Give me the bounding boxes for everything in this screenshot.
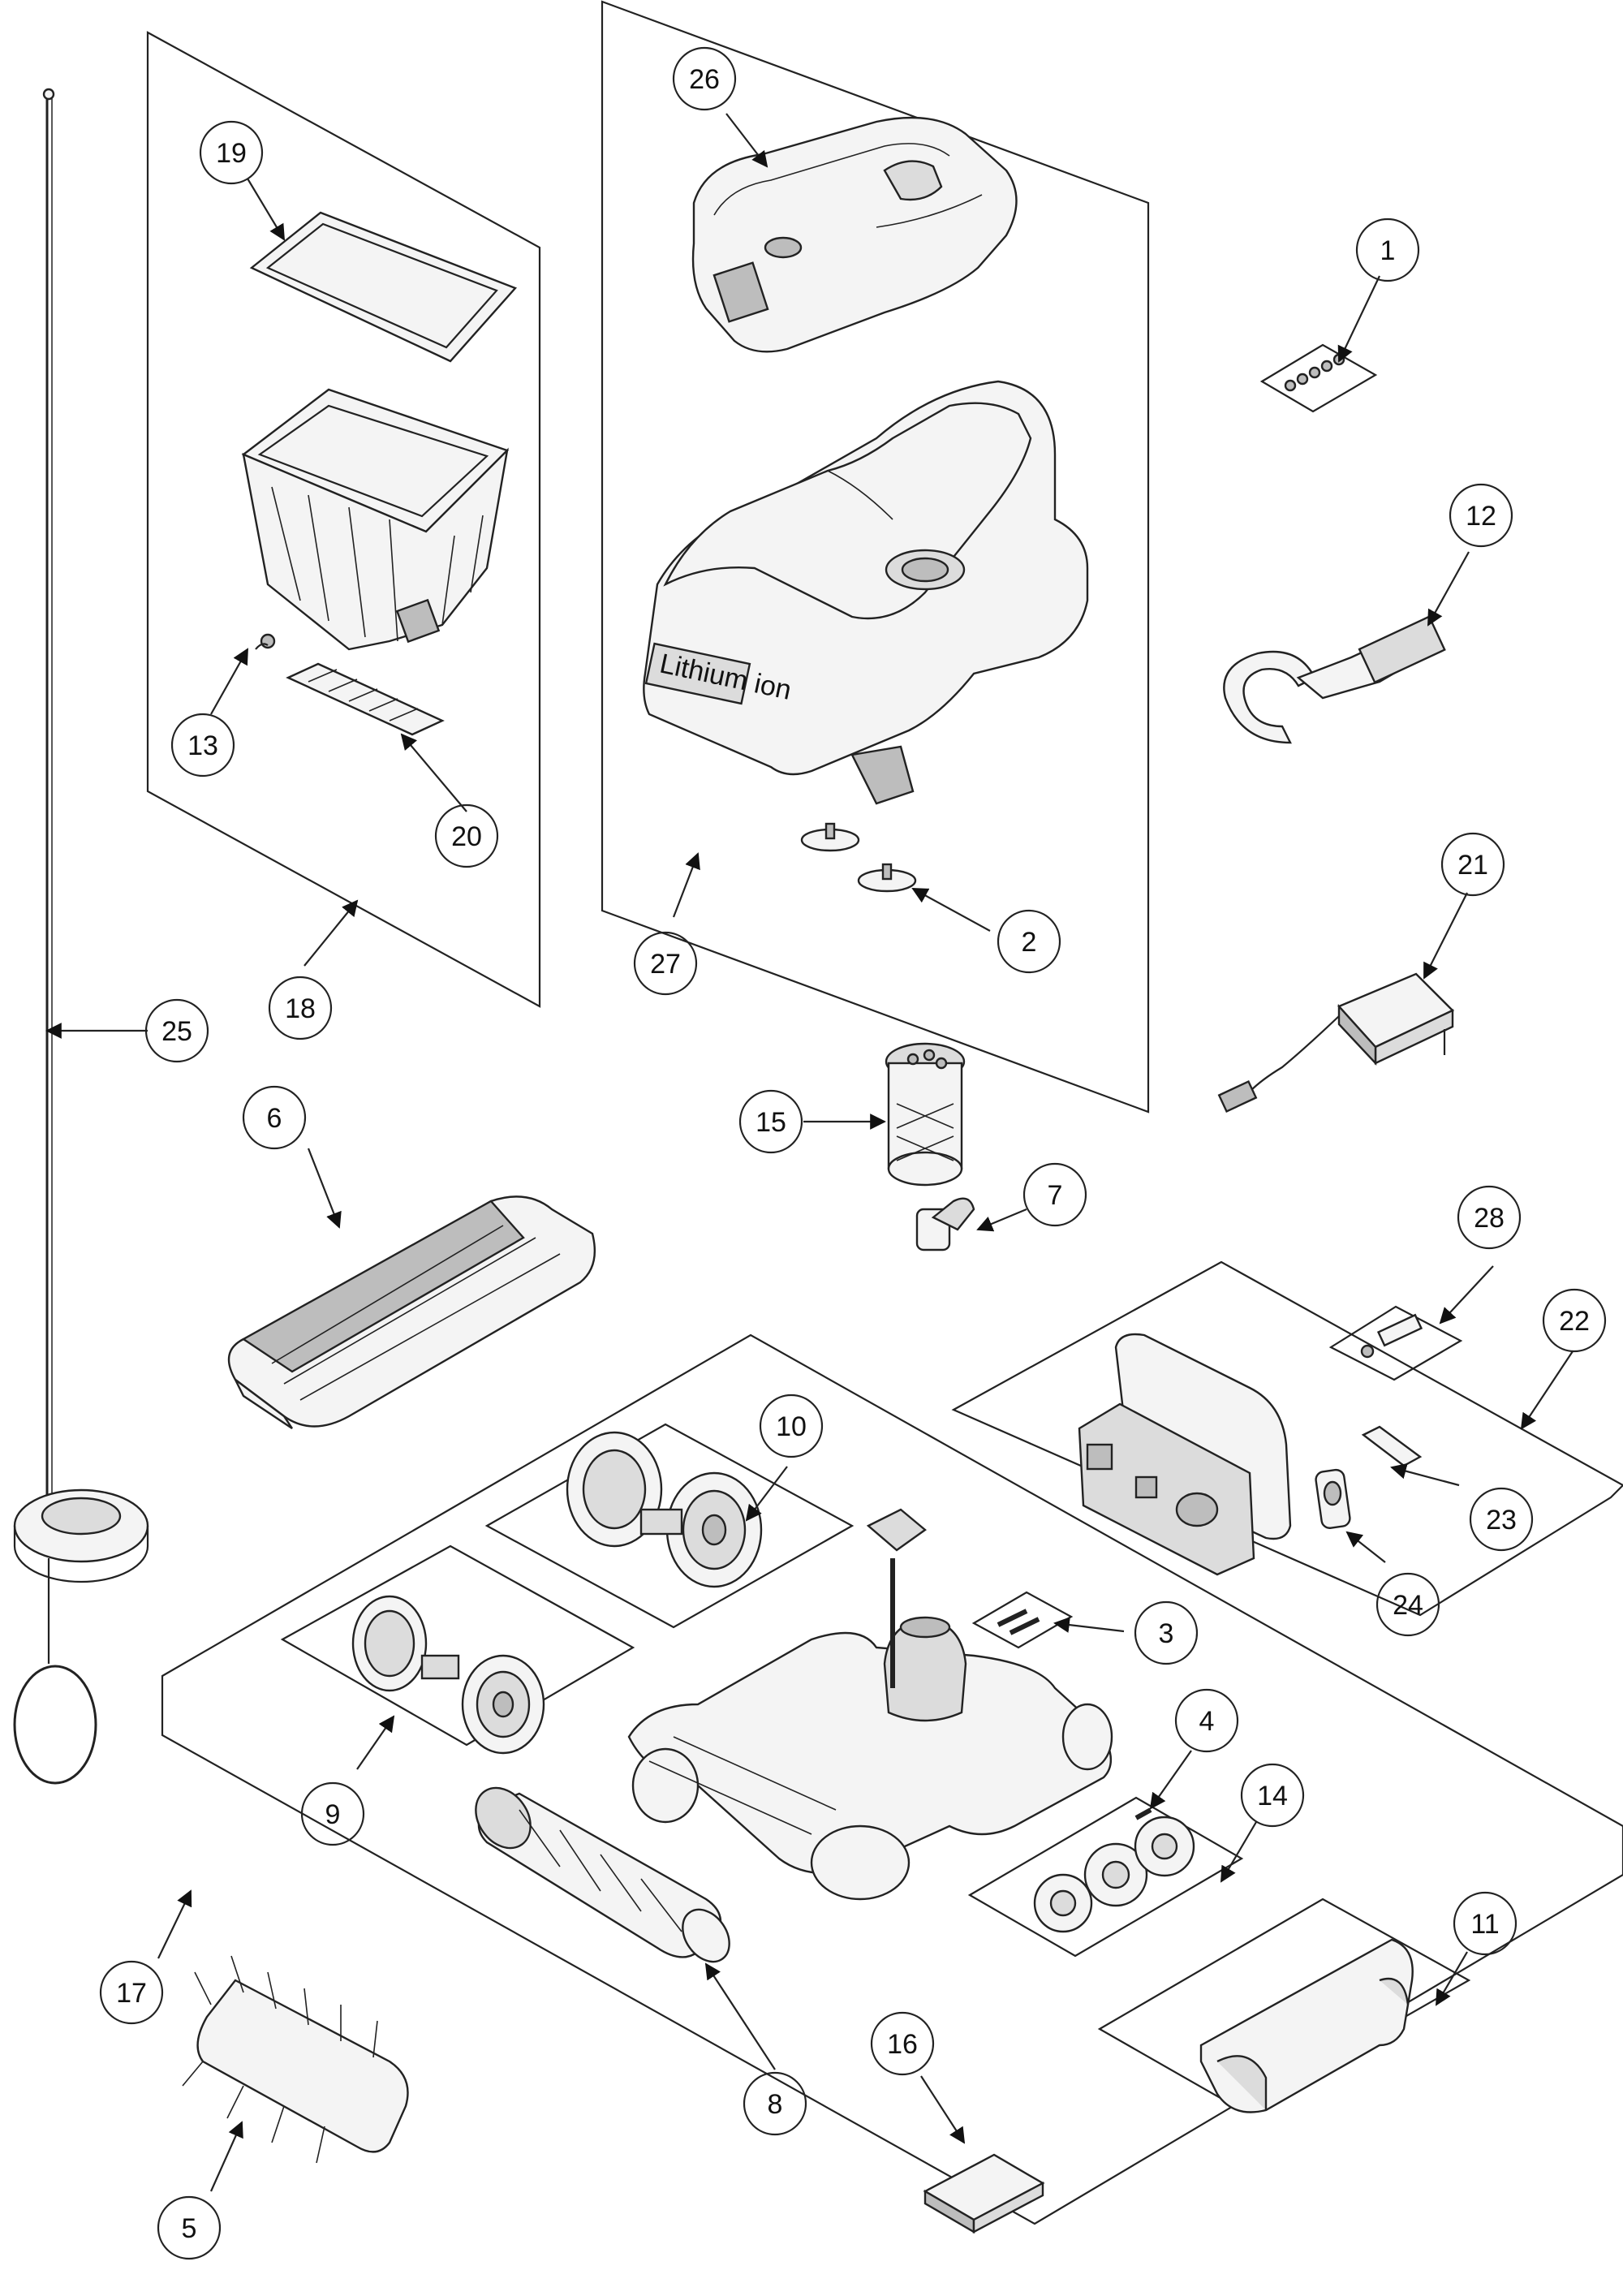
svg-text:3: 3: [1159, 1618, 1174, 1649]
wheels-part-10: [566, 1431, 763, 1588]
callout-25: 25: [144, 998, 209, 1063]
subpanel-clips-28: [1328, 1305, 1463, 1381]
button-part-24: [1315, 1468, 1351, 1529]
pins-part-3: [997, 1609, 1040, 1635]
callout-16: 16: [870, 2011, 935, 2076]
callout-24: 24: [1375, 1572, 1440, 1637]
svg-text:16: 16: [887, 2029, 918, 2060]
callout-4: 4: [1174, 1688, 1239, 1753]
svg-text:12: 12: [1466, 501, 1496, 532]
impeller-part-15: [885, 1042, 966, 1187]
svg-text:25: 25: [161, 1016, 192, 1047]
basket-lid-part-19: [249, 211, 518, 363]
svg-text:20: 20: [451, 821, 482, 852]
brush-part-5: [182, 1955, 409, 2164]
callout-17: 17: [99, 1960, 164, 2025]
svg-text:18: 18: [285, 993, 316, 1024]
track-part-6: [227, 1195, 596, 1429]
callout-8: 8: [743, 2071, 807, 2136]
panel-control-box: [951, 1260, 1623, 1617]
callout-6: 6: [242, 1085, 307, 1150]
svg-text:9: 9: [325, 1799, 341, 1830]
svg-text:21: 21: [1457, 850, 1488, 881]
callout-11: 11: [1453, 1891, 1518, 1956]
panel-chassis: [161, 1333, 1623, 2225]
subpanel-gears-14: [967, 1796, 1244, 1958]
switch-part-23: [1361, 1425, 1423, 1467]
battery-part-16: [923, 2153, 1045, 2234]
pole-part-25: [13, 88, 149, 1785]
connector-part-28: [1360, 1313, 1423, 1359]
svg-text:26: 26: [689, 64, 720, 95]
svg-text:1: 1: [1380, 235, 1396, 266]
svg-text:15: 15: [756, 1107, 786, 1138]
callout-15: 15: [738, 1089, 803, 1154]
svg-text:13: 13: [187, 730, 218, 761]
svg-text:2: 2: [1022, 927, 1037, 958]
svg-text:7: 7: [1048, 1180, 1063, 1211]
brush-roller-part-8: [475, 1786, 730, 1963]
callout-7: 7: [1022, 1162, 1087, 1227]
svg-text:11: 11: [1470, 1909, 1499, 1940]
callout-23: 23: [1469, 1487, 1534, 1552]
filter-basket-part: [241, 388, 510, 651]
svg-text:10: 10: [776, 1411, 807, 1442]
callout-9: 9: [300, 1781, 365, 1846]
callout-21: 21: [1440, 832, 1505, 897]
foot-parts-2: [800, 822, 917, 893]
elbow-part-7: [915, 1197, 975, 1251]
hook-part-12: [1223, 615, 1446, 744]
callouts: 19 13 20 18 25 26 27 2 1 12 21 15 7 6 28…: [99, 46, 1607, 2260]
subpanel-clips-3: [971, 1591, 1074, 1649]
gears-part-14: [1033, 1816, 1195, 1933]
callout-19: 19: [199, 120, 264, 185]
subpanel-clips-1: [1259, 343, 1378, 413]
svg-text:5: 5: [182, 2213, 197, 2244]
subpanel-cover-11: [1097, 1898, 1471, 2112]
control-box-part: [1078, 1333, 1292, 1576]
callout-13: 13: [170, 713, 235, 778]
callout-20: 20: [434, 803, 499, 868]
svg-text:19: 19: [216, 138, 247, 169]
clip-part-13: [255, 633, 276, 650]
svg-text:23: 23: [1486, 1505, 1517, 1536]
callout-18: 18: [268, 976, 333, 1040]
front-cover-part-11: [1199, 1938, 1414, 2113]
subpanel-wheels-9: [280, 1544, 635, 1747]
svg-text:28: 28: [1474, 1203, 1505, 1234]
callout-1: 1: [1355, 218, 1420, 282]
panel-filter-basket: [146, 31, 541, 1008]
callout-3: 3: [1134, 1600, 1199, 1665]
svg-text:14: 14: [1257, 1781, 1288, 1811]
leader-lines: [45, 113, 1573, 2192]
callout-28: 28: [1457, 1185, 1522, 1250]
top-cover-part-26: [691, 116, 1018, 353]
callout-2: 2: [997, 909, 1061, 974]
chassis-part: [627, 1508, 1113, 1901]
svg-text:27: 27: [650, 949, 681, 980]
callout-10: 10: [759, 1394, 824, 1458]
grate-part-20: [286, 662, 445, 736]
svg-text:22: 22: [1559, 1306, 1590, 1337]
svg-text:24: 24: [1393, 1590, 1423, 1621]
svg-text:8: 8: [768, 2089, 783, 2120]
clips-part-1: [1284, 353, 1345, 392]
callout-26: 26: [672, 46, 737, 111]
svg-text:6: 6: [267, 1103, 282, 1134]
body-housing-part: Lithium ion: [643, 380, 1089, 805]
callout-14: 14: [1240, 1763, 1305, 1828]
callout-22: 22: [1542, 1288, 1607, 1353]
callout-12: 12: [1449, 483, 1513, 548]
pin-part-4: [1134, 1807, 1152, 1820]
callout-27: 27: [633, 931, 698, 996]
wheels-part-9: [351, 1595, 545, 1755]
svg-text:17: 17: [116, 1978, 147, 2009]
svg-text:4: 4: [1199, 1706, 1215, 1737]
callout-5: 5: [157, 2195, 222, 2260]
power-supply-part-21: [1217, 972, 1455, 1114]
